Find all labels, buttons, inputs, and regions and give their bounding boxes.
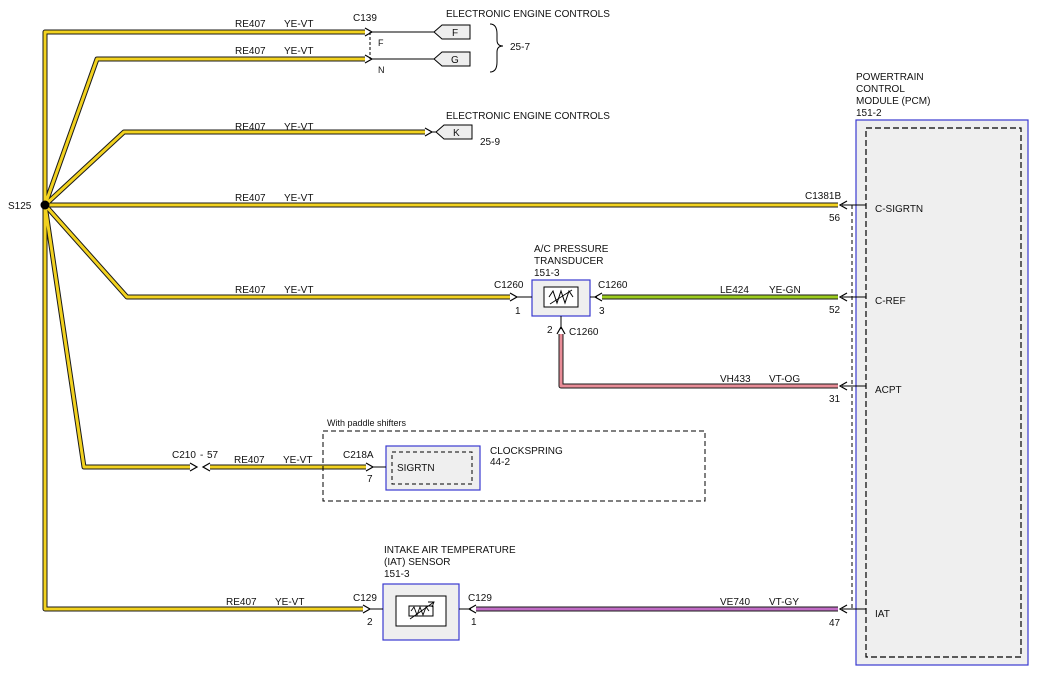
pin-signal-label: IAT xyxy=(875,609,890,620)
pin-signal-label: ACPT xyxy=(875,385,902,396)
eec-connector-k[interactable]: ELECTRONIC ENGINE CONTROLS K 25-9 xyxy=(424,111,610,148)
terminal-label: F xyxy=(452,28,458,39)
wire-circuit: RE407 xyxy=(235,285,266,296)
wire-circuit: RE407 xyxy=(235,122,266,133)
pcm-title-2: CONTROL xyxy=(856,84,905,95)
pin-number: 47 xyxy=(829,618,841,629)
reference-number: 25-7 xyxy=(510,42,530,53)
connector-label: C129 xyxy=(353,593,377,604)
connector-label: C1260 xyxy=(494,280,524,291)
connector-label: C1260 xyxy=(598,280,628,291)
wire-color: YE-VT xyxy=(284,46,313,57)
vt-og-wire xyxy=(558,334,838,389)
thermistor-icon xyxy=(410,605,430,617)
eec-title: ELECTRONIC ENGINE CONTROLS xyxy=(446,9,610,20)
pin-signal-label: C-REF xyxy=(875,296,906,307)
clockspring-ref: 44-2 xyxy=(490,457,510,468)
pin-number: 7 xyxy=(367,474,373,485)
pin-number: 1 xyxy=(515,306,521,317)
pin-number: 2 xyxy=(367,617,373,628)
wire-color: YE-VT xyxy=(283,455,312,466)
eec-title: ELECTRONIC ENGINE CONTROLS xyxy=(446,111,610,122)
brace-icon xyxy=(489,23,504,73)
splice-dot xyxy=(40,200,50,210)
wire-color: YE-VT xyxy=(284,122,313,133)
sensor-title-2: (IAT) SENSOR xyxy=(384,557,450,568)
option-note: With paddle shifters xyxy=(327,418,407,428)
pin-number: 52 xyxy=(829,305,841,316)
connector-label: C218A xyxy=(343,450,374,461)
eec-connector-c139[interactable]: ELECTRONIC ENGINE CONTROLS C139 F N F G … xyxy=(353,9,610,75)
terminal-label: K xyxy=(453,128,460,139)
pin-number: 3 xyxy=(599,306,605,317)
pin-label: F xyxy=(378,38,384,48)
clockspring-group[interactable]: With paddle shifters SIGRTN CLOCKSPRING … xyxy=(172,418,706,502)
pin-signal-label: C-SIGRTN xyxy=(875,204,923,215)
wire-color: YE-VT xyxy=(284,19,313,30)
wire-circuit: RE407 xyxy=(226,597,257,608)
wire-circuit: VE740 xyxy=(720,597,750,608)
terminal-label: G xyxy=(451,55,459,66)
inline-connector-label: C210 xyxy=(172,450,196,461)
splice-label: S125 xyxy=(8,201,32,212)
ye-vt-wires xyxy=(42,29,838,612)
sensor-ref: 151-3 xyxy=(384,569,410,580)
ac-pressure-transducer[interactable]: A/C PRESSURE TRANSDUCER 151-3 C1260 1 C1… xyxy=(494,244,628,338)
pin-number: 56 xyxy=(829,213,841,224)
pcm-title-3: MODULE (PCM) xyxy=(856,96,930,107)
sensor-title-1: A/C PRESSURE xyxy=(534,244,609,255)
connector-label: C139 xyxy=(353,13,377,24)
wire-circuit: RE407 xyxy=(235,19,266,30)
inline-connector-pin: 57 xyxy=(207,450,219,461)
pcm-title-1: POWERTRAIN xyxy=(856,72,924,83)
clockspring-title: CLOCKSPRING xyxy=(490,446,563,457)
reference-number: 25-9 xyxy=(480,137,500,148)
sensor-title-1: INTAKE AIR TEMPERATURE xyxy=(384,545,516,556)
wire-color: YE-VT xyxy=(284,285,313,296)
pin-label: N xyxy=(378,65,385,75)
wire-circuit: RE407 xyxy=(235,46,266,57)
iat-sensor[interactable]: INTAKE AIR TEMPERATURE (IAT) SENSOR 151-… xyxy=(353,545,516,641)
sensor-title-2: TRANSDUCER xyxy=(534,256,603,267)
wire-circuit: RE407 xyxy=(235,193,266,204)
connector-label: C1381B xyxy=(805,191,841,202)
wire-color: YE-VT xyxy=(275,597,304,608)
wire-circuit: LE424 xyxy=(720,285,749,296)
pin-number: 2 xyxy=(547,325,553,336)
sensor-ref: 151-3 xyxy=(534,268,560,279)
wire-circuit: VH433 xyxy=(720,374,751,385)
thermistor-icon xyxy=(548,289,574,305)
wire-circuit: RE407 xyxy=(234,455,265,466)
pin-number: 31 xyxy=(829,394,841,405)
wire-color: VT-OG xyxy=(769,374,800,385)
clockspring-signal: SIGRTN xyxy=(397,463,435,474)
wire-color: YE-VT xyxy=(284,193,313,204)
pcm-module[interactable]: POWERTRAIN CONTROL MODULE (PCM) 151-2 C1… xyxy=(805,72,1029,666)
pcm-ref: 151-2 xyxy=(856,108,882,119)
inline-connector-sep: - xyxy=(200,450,203,461)
connector-label: C129 xyxy=(468,593,492,604)
pin-number: 1 xyxy=(471,617,477,628)
connector-label: C1260 xyxy=(569,327,599,338)
wire-color: YE-GN xyxy=(769,285,801,296)
wire-color: VT-GY xyxy=(769,597,799,608)
